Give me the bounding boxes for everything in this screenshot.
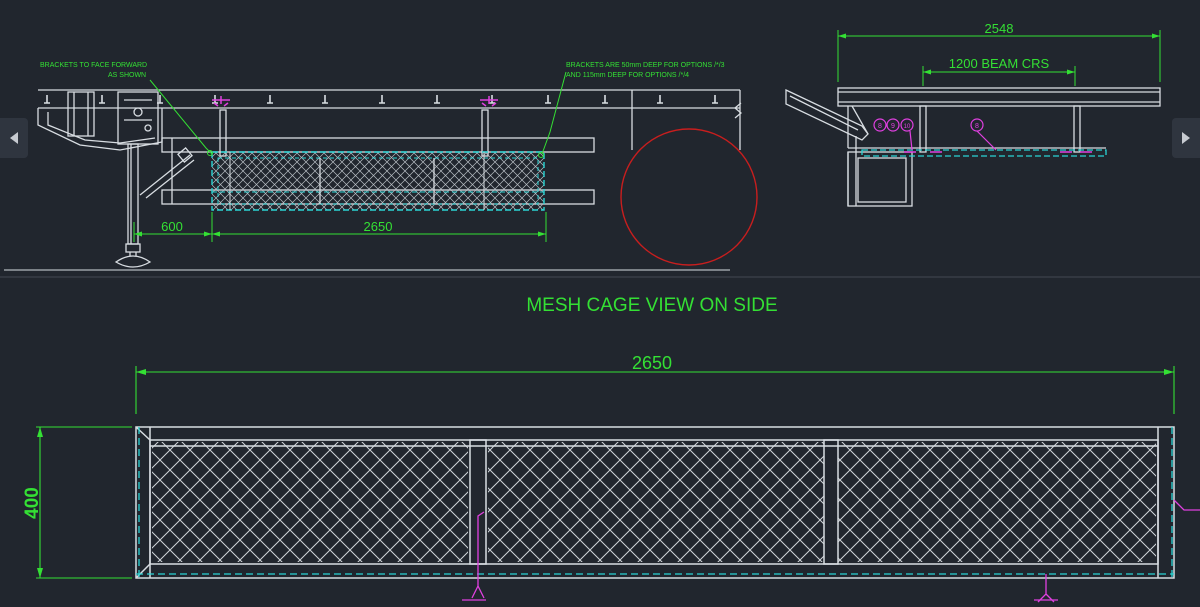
dim-overall-label: 2548: [985, 21, 1014, 36]
note-depth-line-2: AND 115mm DEEP FOR OPTIONS /*/4: [566, 72, 689, 79]
side-view-leaders: [149, 71, 567, 158]
note-depth-line-1: BRACKETS ARE 50mm DEEP FOR OPTIONS /*/3: [566, 62, 725, 69]
cage-length-label: 2650: [632, 353, 672, 373]
end-view-tag-4: 8: [975, 123, 979, 130]
dim-beam-crs-label: 1200 BEAM CRS: [949, 56, 1050, 71]
chevron-left-icon: [10, 132, 18, 144]
side-view-dimensions: [133, 212, 547, 242]
dim-cage-length-label: 2650: [364, 219, 393, 234]
chevron-right-icon: [1182, 132, 1190, 144]
next-image-button[interactable]: [1172, 118, 1200, 158]
cage-height-label: 400: [22, 487, 43, 519]
side-view-cage: [211, 151, 545, 211]
cage-view-dimensions: [36, 366, 1175, 579]
end-view-tag-3: 10: [904, 124, 911, 130]
side-view-markers: [212, 96, 498, 107]
note-brackets-face: BRACKETS TO FACE FORWARD: [40, 62, 147, 69]
end-view-dimensions: [837, 30, 1161, 86]
end-view: [785, 87, 1161, 207]
cage-view-markers: [462, 499, 1200, 603]
previous-image-button[interactable]: [0, 118, 28, 158]
wheel-outline: [620, 128, 758, 266]
end-view-tags: [873, 118, 997, 151]
note-as-shown: AS SHOWN: [108, 72, 146, 79]
side-view: [4, 89, 743, 271]
end-view-tag-2: 9: [891, 123, 895, 130]
dim-offset-label: 600: [161, 219, 183, 234]
end-view-tag-1: 8: [878, 123, 882, 130]
cage-view: [135, 426, 1175, 579]
cage-view-title: MESH CAGE VIEW ON SIDE: [526, 295, 777, 316]
